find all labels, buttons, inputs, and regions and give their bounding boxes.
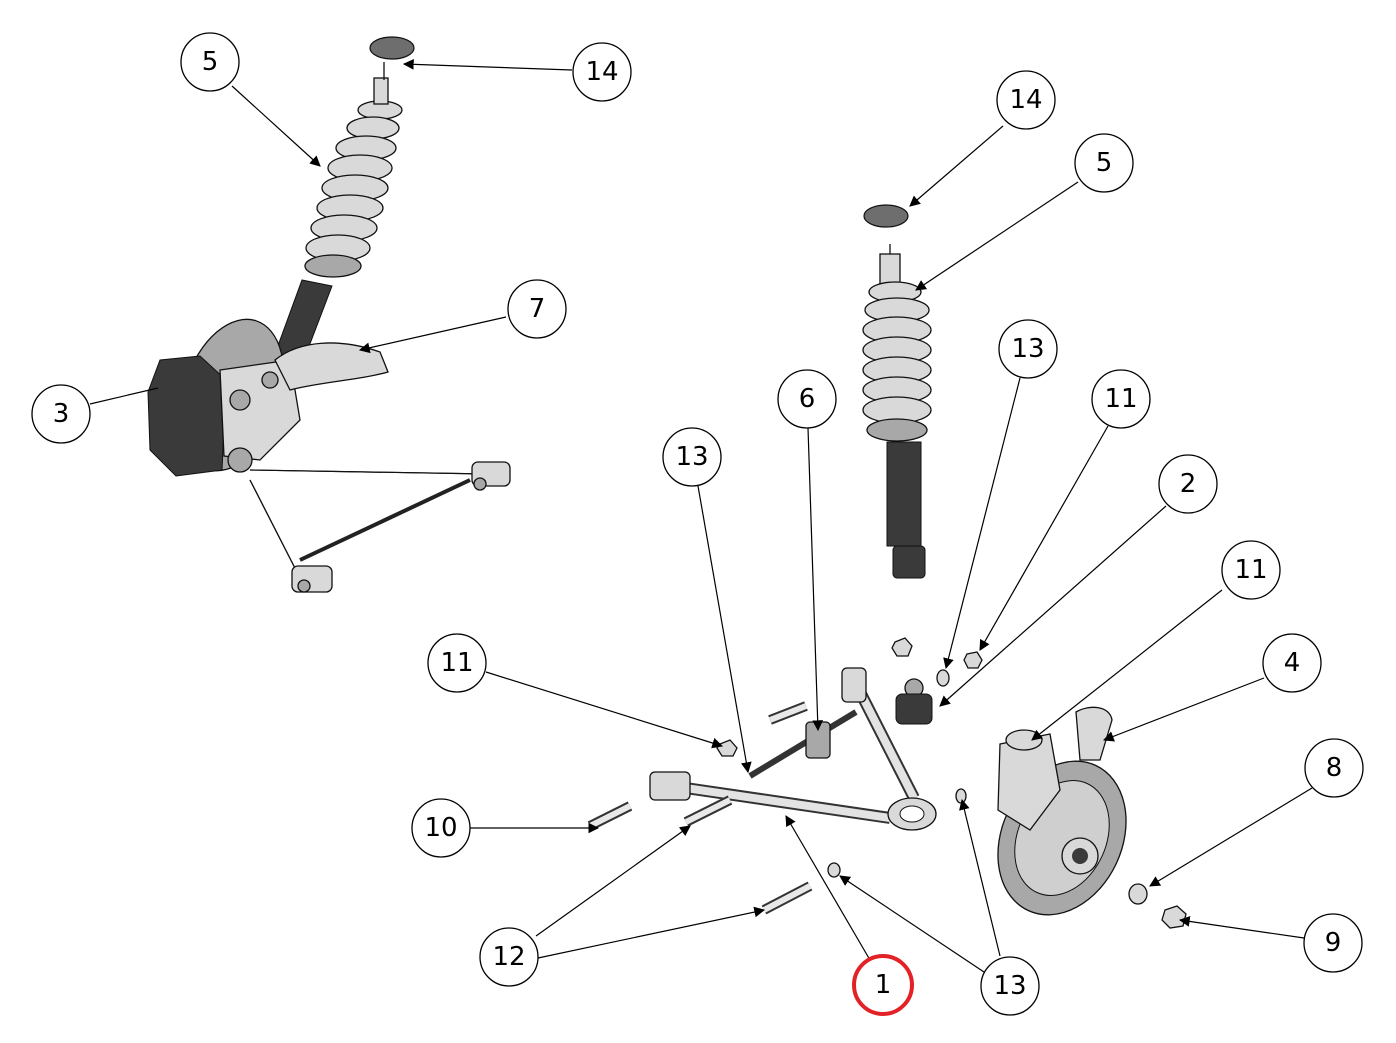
balloon-label: 3 bbox=[53, 399, 70, 429]
cap-part-left bbox=[369, 36, 415, 60]
balloon-10: 10 bbox=[411, 798, 471, 858]
leader-lines bbox=[89, 58, 1313, 973]
balloon-12: 12 bbox=[479, 927, 539, 987]
lower-control-arm bbox=[649, 667, 937, 831]
leader-7 bbox=[358, 316, 507, 354]
leader-11-upper-right bbox=[979, 425, 1109, 651]
balloon-14-top-left: 14 bbox=[572, 42, 632, 102]
leader-5-left bbox=[231, 85, 321, 167]
balloon-label: 14 bbox=[585, 57, 618, 87]
balloon-label: 4 bbox=[1284, 648, 1301, 678]
ball-joint bbox=[895, 678, 933, 725]
bolts bbox=[587, 701, 813, 915]
balloon-label: 11 bbox=[440, 648, 473, 678]
leader-12-b bbox=[537, 906, 766, 959]
balloon-6: 6 bbox=[777, 369, 837, 429]
leader-3 bbox=[89, 387, 159, 405]
balloon-label: 12 bbox=[492, 942, 525, 972]
nut-upper-right bbox=[963, 651, 983, 669]
leader-11-left bbox=[485, 671, 724, 749]
upper-arm-left bbox=[274, 342, 389, 391]
balloon-14-right: 14 bbox=[996, 70, 1056, 130]
washer-8 bbox=[1128, 883, 1148, 905]
washer-lower bbox=[955, 788, 967, 804]
balloon-13-upper-right: 13 bbox=[998, 319, 1058, 379]
balloon-label: 7 bbox=[529, 294, 546, 324]
balloon-7: 7 bbox=[507, 279, 567, 339]
balloon-label: 13 bbox=[993, 971, 1026, 1001]
balloon-9: 9 bbox=[1303, 913, 1363, 973]
balloon-label: 11 bbox=[1104, 384, 1137, 414]
leader-12-a bbox=[535, 825, 691, 937]
balloon-label: 11 bbox=[1234, 555, 1267, 585]
leader-14-left bbox=[402, 58, 573, 71]
leader-11-right bbox=[1031, 589, 1223, 741]
balloon-11-upper-right: 11 bbox=[1091, 369, 1151, 429]
balloon-label: 1 bbox=[875, 970, 892, 1000]
balloon-label: 9 bbox=[1325, 928, 1342, 958]
balloon-2: 2 bbox=[1158, 454, 1218, 514]
balloon-11-right: 11 bbox=[1221, 540, 1281, 600]
balloon-label: 6 bbox=[799, 384, 816, 414]
knuckle-and-caliper-left bbox=[147, 355, 301, 477]
knuckle-and-disc-right bbox=[997, 706, 1127, 916]
balloon-label: 5 bbox=[202, 47, 219, 77]
balloon-label: 10 bbox=[424, 813, 457, 843]
balloon-label: 13 bbox=[1011, 334, 1044, 364]
nut-9 bbox=[1161, 905, 1187, 929]
balloon-4: 4 bbox=[1262, 633, 1322, 693]
leader-14-right bbox=[909, 125, 1004, 207]
balloon-label: 2 bbox=[1180, 469, 1197, 499]
assembled-corner-illustration bbox=[147, 36, 511, 593]
balloon-label: 8 bbox=[1326, 753, 1343, 783]
leader-9 bbox=[1178, 916, 1305, 939]
leader-13-bottom-b bbox=[959, 798, 1001, 957]
nut-top bbox=[891, 637, 913, 657]
leader-13-center bbox=[697, 485, 752, 774]
balloon-label: 13 bbox=[675, 442, 708, 472]
leader-13-upper-right bbox=[943, 377, 1021, 670]
coil-spring-left bbox=[304, 62, 403, 278]
washer-bottom bbox=[827, 862, 841, 878]
leader-13-bottom-a bbox=[839, 875, 985, 973]
leader-8 bbox=[1149, 787, 1313, 887]
balloon-label: 5 bbox=[1096, 148, 1113, 178]
balloon-8: 8 bbox=[1304, 738, 1364, 798]
balloon-label: 14 bbox=[1009, 85, 1042, 115]
balloon-13-bottom: 13 bbox=[980, 956, 1040, 1016]
exploded-parts-illustration bbox=[587, 204, 1187, 929]
balloon-11-left: 11 bbox=[427, 633, 487, 693]
cap-part-right bbox=[863, 204, 909, 228]
balloon-1-highlighted: 1 bbox=[852, 954, 914, 1016]
lower-a-arm-left bbox=[249, 461, 511, 593]
coilover-right bbox=[862, 244, 932, 579]
leader-6 bbox=[807, 427, 824, 732]
leader-1 bbox=[785, 815, 871, 961]
balloon-3: 3 bbox=[31, 384, 91, 444]
balloon-5-right: 5 bbox=[1074, 133, 1134, 193]
balloon-5-top-left: 5 bbox=[180, 32, 240, 92]
leader-5-right bbox=[915, 181, 1079, 291]
leader-2 bbox=[939, 505, 1167, 707]
nut-left bbox=[716, 739, 738, 757]
washer-upper bbox=[936, 669, 950, 687]
leader-4 bbox=[1102, 677, 1265, 742]
balloon-13-center: 13 bbox=[662, 427, 722, 487]
